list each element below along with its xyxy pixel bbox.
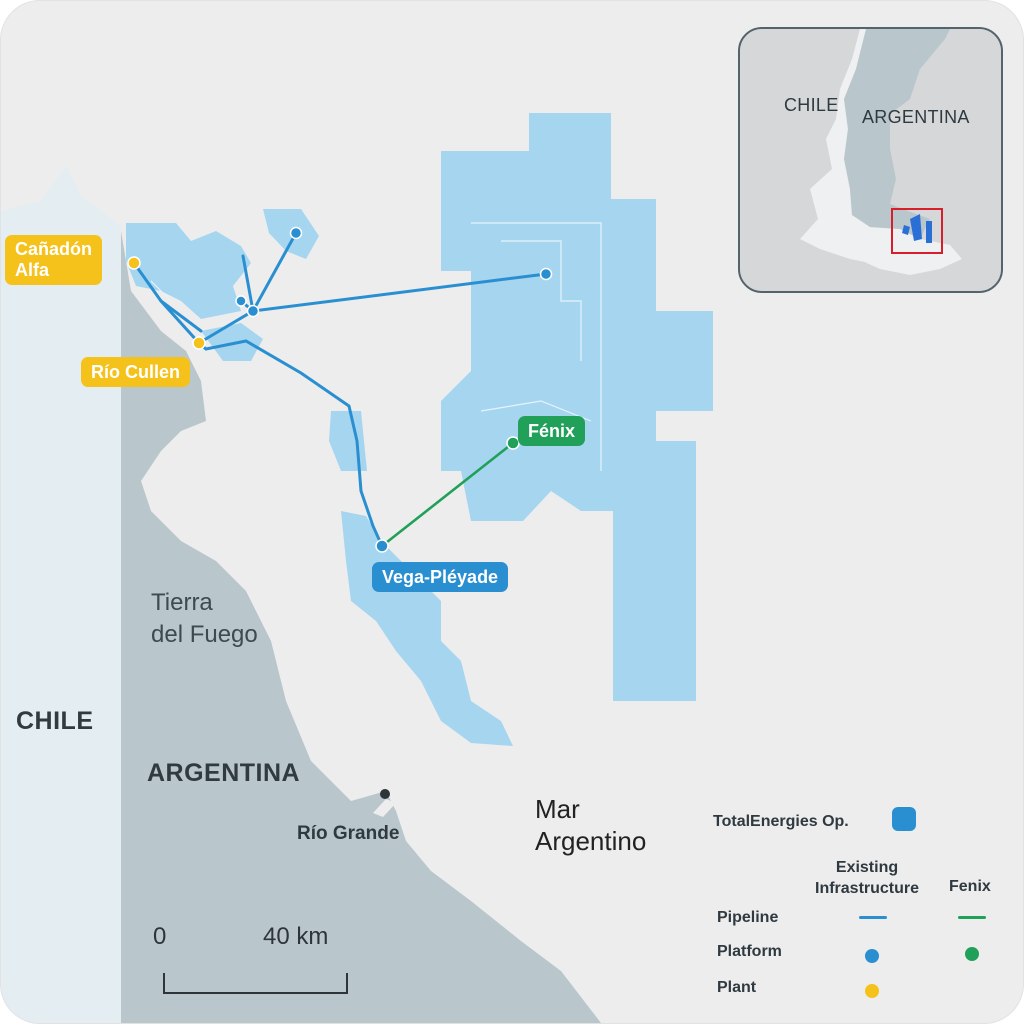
scale-label-distance: 40 km (263, 923, 329, 950)
fenix-pipeline (380, 441, 515, 548)
inset-land-tierra (855, 234, 962, 275)
platform-dot-icon (539, 267, 553, 281)
plant-dot-icon (865, 984, 879, 998)
legend-platform-label: Platform (717, 943, 782, 960)
scale-bar (163, 973, 348, 994)
inset-land-chile (800, 29, 960, 273)
country-label-chile: CHILE (16, 707, 94, 735)
country-label-argentina: ARGENTINA (147, 759, 301, 787)
rio-grande-estuary (373, 799, 396, 817)
land-chile-strip (1, 166, 121, 1023)
inset-label-argentina: ARGENTINA (862, 107, 970, 127)
operator-square-icon (892, 807, 916, 831)
fenix-pipeline-line-icon (958, 916, 986, 919)
fenix-platform-dot-icon (965, 947, 979, 961)
land-tierra-del-fuego (121, 231, 601, 1023)
platforms (235, 226, 553, 553)
inset-map: CHILE ARGENTINA (738, 27, 1003, 293)
inset-land-argentina (844, 29, 950, 239)
legend-fenix-header: Fenix (949, 878, 991, 895)
platform-dot-icon (289, 226, 303, 240)
plant-dot-icon (127, 256, 141, 270)
city-dot-icon (380, 789, 390, 799)
inset-highlight-box (891, 208, 943, 254)
city-label-rio-grande: Río Grande (297, 823, 400, 844)
plant-dot-icon (192, 336, 206, 350)
plant-label-canadon-alfa: Cañadón Alfa (5, 235, 103, 285)
sea-label-mar-argentino: Mar Argentino (535, 794, 647, 856)
platform-dot-icon (375, 539, 389, 553)
scale-label-zero: 0 (153, 923, 167, 950)
legend-operator-label: TotalEnergies Op. (713, 813, 849, 830)
legend-plant-label: Plant (717, 979, 757, 996)
inset-blocks (902, 214, 932, 243)
inset-label-chile: CHILE (784, 95, 839, 115)
platform-dot-icon (235, 295, 247, 307)
region-label-tierra-del-fuego: Tierra del Fuego (151, 589, 258, 648)
pipeline-line-icon (859, 916, 887, 919)
platform-label-vega-pleyade: Vega-Pléyade (372, 562, 509, 592)
plant-label-rio-cullen: Río Cullen (81, 357, 190, 387)
block-borders (150, 222, 602, 471)
inset-map-svg (740, 29, 1001, 291)
platform-label-fenix: Fénix (518, 416, 586, 446)
legend-pipeline-label: Pipeline (717, 909, 779, 926)
platform-dot-icon (865, 949, 879, 963)
legend-existing-header: Existing Infrastructure (815, 859, 920, 897)
platform-dot-icon (246, 304, 260, 318)
